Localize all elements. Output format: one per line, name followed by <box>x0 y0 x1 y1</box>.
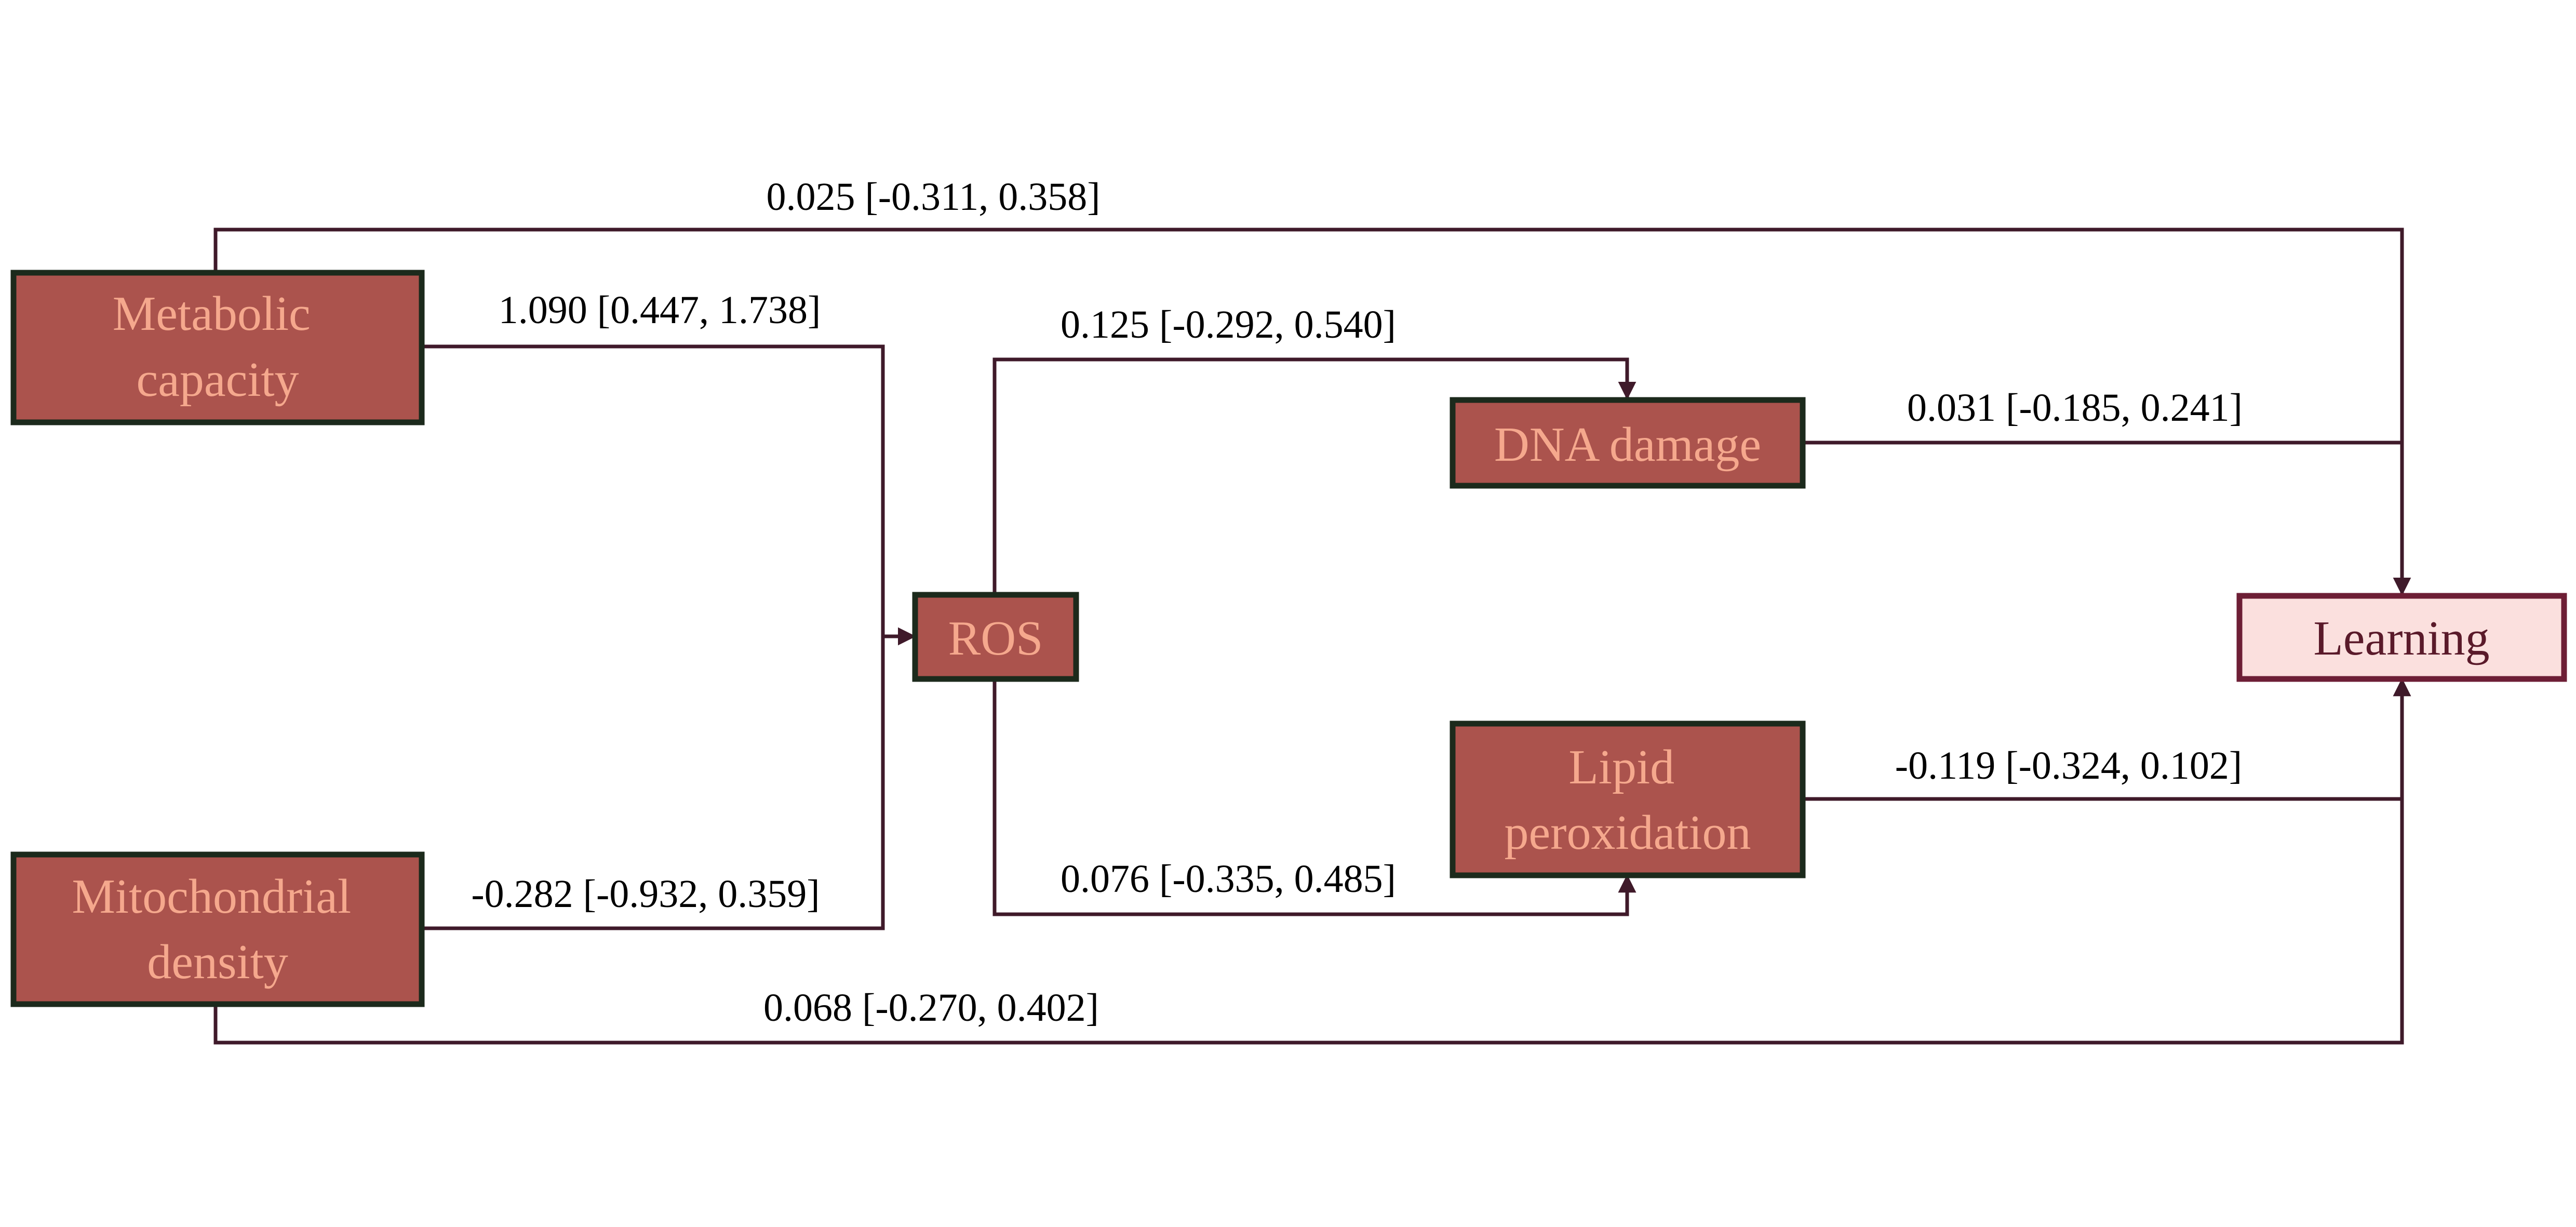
edge-label-ros-dna: 0.125 [-0.292, 0.540] <box>1061 303 1396 346</box>
edge-label-dna-learning: 0.031 [-0.185, 0.241] <box>1907 386 2243 430</box>
edge-ros-to-dna <box>992 357 1636 594</box>
svg-text:Mitochondrial density: Mitochondrial density <box>72 870 363 989</box>
svg-text:Metabolic capacity: Metabolic capacity <box>113 287 323 407</box>
node-mitochondrial-density: Mitochondrial density <box>10 851 425 1007</box>
node-metabolic-label-line2: capacity <box>136 353 299 407</box>
node-metabolic-label-line1: Metabolic <box>113 287 311 341</box>
node-lipid-label-line1: Lipid <box>1568 740 1674 794</box>
svg-text:Learning: Learning <box>2313 611 2489 665</box>
edge-label-mito-ros: -0.282 [-0.932, 0.359] <box>471 872 820 916</box>
svg-text:Lipid peroxidation: Lipid peroxidation <box>1504 740 1751 860</box>
edge-mito-to-learning <box>213 678 2411 1045</box>
node-lipid-label-line2: peroxidation <box>1504 806 1751 860</box>
node-ros: ROS <box>912 592 1079 682</box>
edge-label-mito-learning: 0.068 [-0.270, 0.402] <box>763 986 1099 1030</box>
node-dna-damage: DNA damage <box>1450 397 1806 489</box>
node-mito-label-line1: Mitochondrial <box>72 870 351 924</box>
edge-metabolic-to-learning <box>213 228 2411 596</box>
node-dna-label: DNA damage <box>1494 418 1761 472</box>
edge-mito-to-ros <box>422 636 885 930</box>
node-ros-label: ROS <box>948 611 1043 665</box>
node-metabolic-capacity: Metabolic capacity <box>10 270 425 425</box>
svg-text:ROS: ROS <box>948 611 1043 665</box>
edge-ros-to-lipid <box>992 679 1636 916</box>
node-mito-label-line2: density <box>147 935 288 989</box>
edge-metabolic-to-ros <box>422 344 916 646</box>
node-lipid-peroxidation: Lipid peroxidation <box>1450 721 1806 878</box>
edge-label-lipid-learning: -0.119 [-0.324, 0.102] <box>1895 744 2242 788</box>
svg-text:DNA damage: DNA damage <box>1494 418 1761 472</box>
edge-label-metabolic-learning: 0.025 [-0.311, 0.358] <box>766 175 1100 219</box>
node-learning: Learning <box>2236 593 2567 682</box>
edge-label-ros-lipid: 0.076 [-0.335, 0.485] <box>1061 857 1396 901</box>
edge-label-metabolic-ros: 1.090 [0.447, 1.738] <box>499 288 821 332</box>
node-learning-label: Learning <box>2313 611 2489 665</box>
